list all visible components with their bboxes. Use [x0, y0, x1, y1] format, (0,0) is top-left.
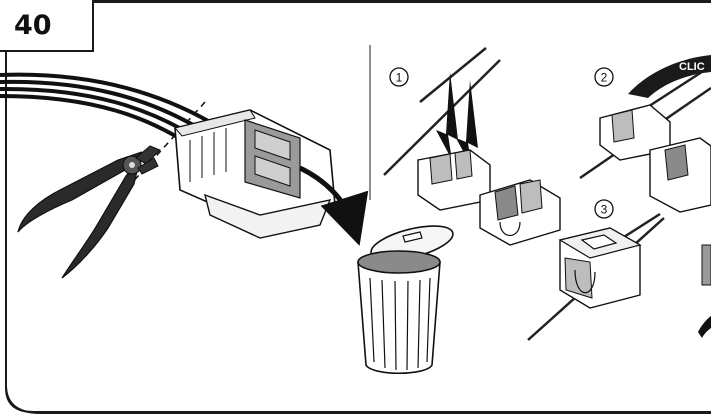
substep-1-badge: 1	[390, 68, 408, 86]
pliers-icon	[18, 146, 160, 278]
trash-bin-icon	[358, 219, 456, 373]
click-label: CLIC	[679, 61, 705, 73]
step-number: 40	[14, 10, 52, 41]
substep-3-badge: 3	[595, 200, 613, 218]
step-1-illustration	[384, 48, 560, 245]
edge-detail	[698, 245, 711, 338]
substep-2-badge: 2	[595, 68, 613, 86]
step-number-badge: 40	[0, 0, 94, 52]
substep-2-label: 2	[601, 71, 608, 85]
substep-1-label: 1	[396, 71, 403, 85]
substep-3-label: 3	[601, 203, 608, 217]
